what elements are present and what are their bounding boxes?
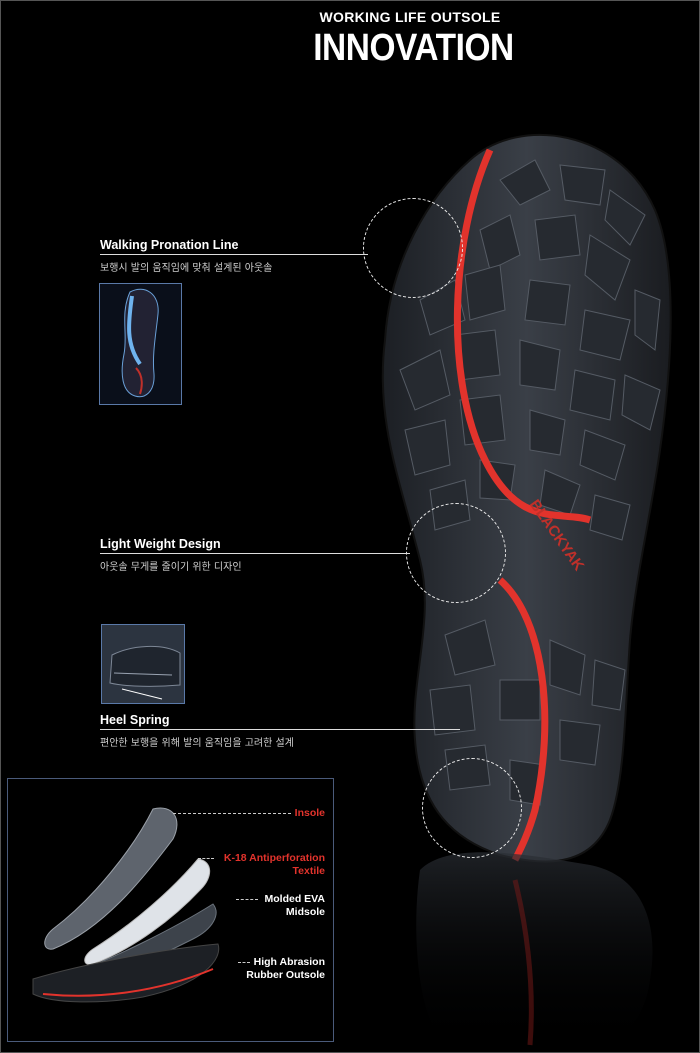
outsole-illustration: BLACKYAK: [381, 133, 672, 1050]
layer-exploded-illustration: [32, 807, 220, 1003]
heel-spring-thumbnail: [101, 624, 185, 704]
header-subtitle: WORKING LIFE OUTSOLE: [319, 9, 501, 25]
layer-leader-textile: [198, 858, 214, 859]
header-title: INNOVATION: [313, 27, 514, 69]
feature-title-walking-pronation: Walking Pronation Line: [100, 238, 239, 252]
feature-desc-heel-spring: 편안한 보행을 위해 발의 움직임을 고려한 설계: [100, 738, 294, 749]
feature-title-heel-spring: Heel Spring: [100, 713, 170, 727]
pronation-line: [453, 148, 592, 524]
outsole-reflection: [416, 852, 653, 1050]
layer-leader-insole: [173, 813, 291, 814]
light-weight-circle: [406, 503, 506, 603]
feature-desc-light-weight: 아웃솔 무게를 줄이기 위한 디자인: [100, 562, 242, 573]
feature-desc-walking-pronation: 보행시 발의 움직임에 맞춰 설계된 아웃솔: [100, 263, 273, 274]
layer-label-insole: Insole: [294, 807, 325, 819]
feature-line-heel-spring: [100, 729, 460, 730]
walking-pronation-thumbnail: [99, 283, 182, 405]
feature-line-walking-pronation: [100, 254, 368, 255]
layer-leader-midsole: [236, 899, 258, 900]
feature-line-light-weight: [100, 553, 410, 554]
walking-pronation-circle: [363, 198, 463, 298]
heel-spring-circle: [422, 758, 522, 858]
layer-leader-outsole: [238, 962, 250, 963]
feature-title-light-weight: Light Weight Design: [100, 537, 221, 551]
pronation-line-lower: [497, 577, 549, 862]
